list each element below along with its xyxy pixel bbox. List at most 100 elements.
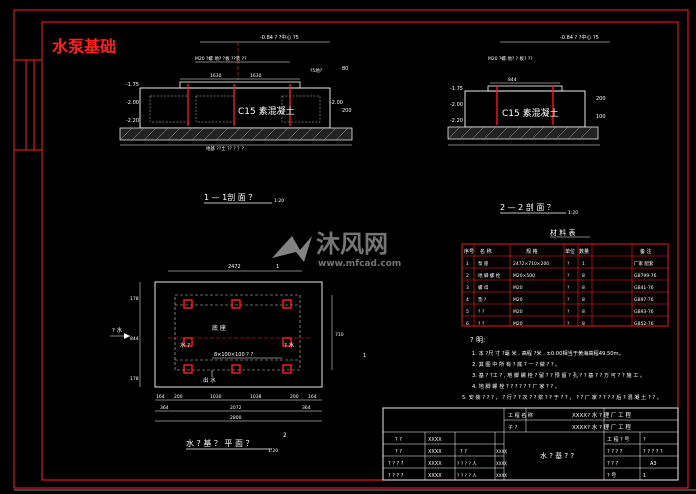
section2-pump-note: M20 ?螺 地? ? 板? ??	[488, 55, 533, 62]
materials-cell-name: 泵 座	[478, 260, 489, 267]
section2-caption: 2 — 2 剖 面 ？	[500, 202, 555, 212]
materials-cell-spec: 2472×710×200	[513, 261, 549, 267]
note-item-3: 3. 基 ? ?工 ? , 地 脚 螺 栓 ? 留 ? ? 预 留 ? 孔 ? …	[472, 371, 645, 379]
tb-company-label: 工 程 名 称	[508, 412, 533, 419]
materials-cell-name: 地 脚 螺 栓	[478, 272, 501, 279]
plan-top-dim: 2472	[228, 264, 241, 270]
plan-center-label: 底 座	[212, 324, 226, 332]
materials-cell-unit: ?	[567, 297, 570, 303]
materials-cell-no: 5	[466, 309, 469, 315]
notes-block: ? 明: 1. 本 ?尺 寸 ?毫 米 , 高程 ?米 , ±0.00相当于黄海…	[462, 336, 662, 401]
materials-cell-qty: 8	[582, 297, 585, 303]
plan-scale: 1:20	[268, 448, 278, 454]
materials-cell-spec: M20	[513, 321, 523, 327]
tb-right-label-4: ? 号	[607, 473, 616, 479]
materials-cell-qty: 8	[582, 273, 585, 279]
materials-header-remark: 备 注	[640, 248, 652, 255]
materials-cell-name: 垫 ?	[478, 296, 487, 303]
plan-left-dim-2: 844	[130, 336, 139, 342]
tb-mid-label-3: ? ? ? ? 人	[457, 461, 477, 467]
materials-cell-qty: 8	[582, 285, 585, 291]
plan-right-dim: 710	[335, 332, 344, 338]
section1-pump-note: M20 ?螺 地? ?板 ??装 ??	[195, 55, 247, 62]
section1-level-4: -2.00	[330, 100, 343, 106]
section2-dim: 844	[508, 77, 517, 83]
plan-bottom-dim-8: 2072	[230, 405, 242, 411]
plan-section-mark-2: 1	[363, 353, 366, 359]
tb-right-value-4: 1	[643, 473, 646, 479]
materials-cell-unit: ?	[567, 273, 570, 279]
watermark-brand: 沐风网	[316, 230, 388, 258]
section2-scale: 1:20	[568, 210, 578, 216]
section1-level-2: -2.00	[126, 100, 139, 106]
materials-cell-remark: GB799-76	[634, 273, 657, 279]
materials-cell-remark: GB52-76	[634, 321, 654, 327]
tb-mid-label-2: ? ?	[460, 449, 467, 455]
section1-scale: 1:20	[274, 198, 284, 204]
tb-mid-value-4: XXXX	[496, 473, 507, 478]
tb-left-label-3: ? ? ? ?	[388, 461, 404, 467]
plan-bottom-dim-5: 200	[290, 394, 299, 400]
section2-level-1: -1.75	[450, 86, 463, 92]
materials-cell-qty: 1	[582, 261, 585, 267]
tb-left-label-1: ? ?	[395, 437, 402, 443]
materials-cell-remark: 厂家 配套	[634, 260, 654, 267]
tb-left-label-2: ? ?	[395, 449, 402, 455]
section2-level-2: -2.00	[450, 102, 463, 108]
tb-mid-value-2: XXXX	[496, 449, 507, 454]
materials-cell-qty: 8	[582, 321, 585, 327]
watermark-logo-icon	[272, 236, 312, 262]
section2-top-note: -0.84 ? ?中心 ?5	[560, 34, 599, 41]
anchor-bolt-markers	[183, 299, 292, 374]
section-1-view: -0.84 ? ?中心 ?5 M20 ?螺 地? ?板 ??装 ?? ?5地? …	[119, 34, 353, 204]
materials-cell-spec: M20	[513, 309, 523, 315]
materials-cell-remark: GB97-76	[634, 297, 654, 303]
section1-concrete-label: C15 素混凝土	[238, 105, 295, 117]
tb-left-value-2: XXXX	[428, 449, 442, 455]
section1-level-3: -2.20	[126, 118, 139, 124]
materials-cell-remark: GB93-76	[634, 309, 654, 315]
section1-dim-a: 1630	[210, 73, 222, 79]
materials-header-name: 名 称	[480, 248, 492, 255]
materials-cell-no: 6	[466, 321, 469, 327]
tb-left-label-4: ? ? ? ?	[388, 473, 404, 479]
plan-bottom-total: 2800	[230, 415, 242, 421]
plan-caption: 水 ? 基 ？ 平 面 ？	[186, 438, 254, 448]
section2-side-dim-1: 200	[596, 96, 606, 102]
materials-cell-spec: M20×500	[513, 273, 535, 279]
tb-right-label-1: 工 程 ? 号	[607, 436, 629, 443]
tb-sub-label: 子 ?	[508, 424, 518, 431]
plan-left-dim-3: 178	[130, 376, 139, 382]
section1-side-dim-2: 200	[342, 108, 352, 114]
plan-section-mark-3: 2	[283, 432, 287, 439]
section-2-view: -0.84 ? ?中心 ?5 M20 ?螺 地? ? 板? ?? 844 C15…	[447, 34, 610, 216]
plan-left-label: 水 ?	[180, 341, 190, 349]
plan-bottom-dim-7: 364	[160, 405, 169, 411]
materials-cell-unit: ?	[567, 261, 570, 267]
watermark: 沐风网 www.mfcad.com	[272, 230, 401, 269]
tb-left-value-3: XXXX	[428, 461, 442, 467]
plan-bottom-dim-1: 164	[156, 394, 165, 400]
materials-cell-spec: M20	[513, 285, 523, 291]
section2-side-dim-2: 100	[596, 114, 606, 120]
watermark-url: www.mfcad.com	[318, 259, 401, 269]
title-block: 工 程 名 称 XXXX? 水 ? 理 厂 工 程 子 ? XXXX? 水 ? …	[382, 407, 679, 481]
materials-cell-no: 4	[466, 297, 469, 303]
section1-side-dim-1: 80	[342, 66, 348, 72]
materials-cell-name: ? ?	[478, 309, 485, 315]
section2-concrete-label: C15 素混凝土	[502, 107, 559, 119]
tb-right-misc-1: ?	[643, 437, 646, 443]
materials-cell-spec: M20	[513, 297, 523, 303]
section1-dim-b: 1630	[250, 73, 262, 79]
section1-caption: 1 — 1剖 面 ？	[204, 192, 256, 202]
section1-bottom-note: 地基 ??土 ?? ? ？?	[206, 145, 245, 152]
plan-section-mark-1: 1	[276, 264, 279, 270]
inlet-arrow-icon	[124, 333, 130, 339]
tb-right-value-2: ? ? ? ? ?	[643, 449, 663, 455]
tb-left-value-4: XXXX	[428, 473, 442, 479]
materials-cell-name: ? ?	[478, 321, 485, 327]
tb-left-value-1: XXXX	[428, 437, 442, 443]
